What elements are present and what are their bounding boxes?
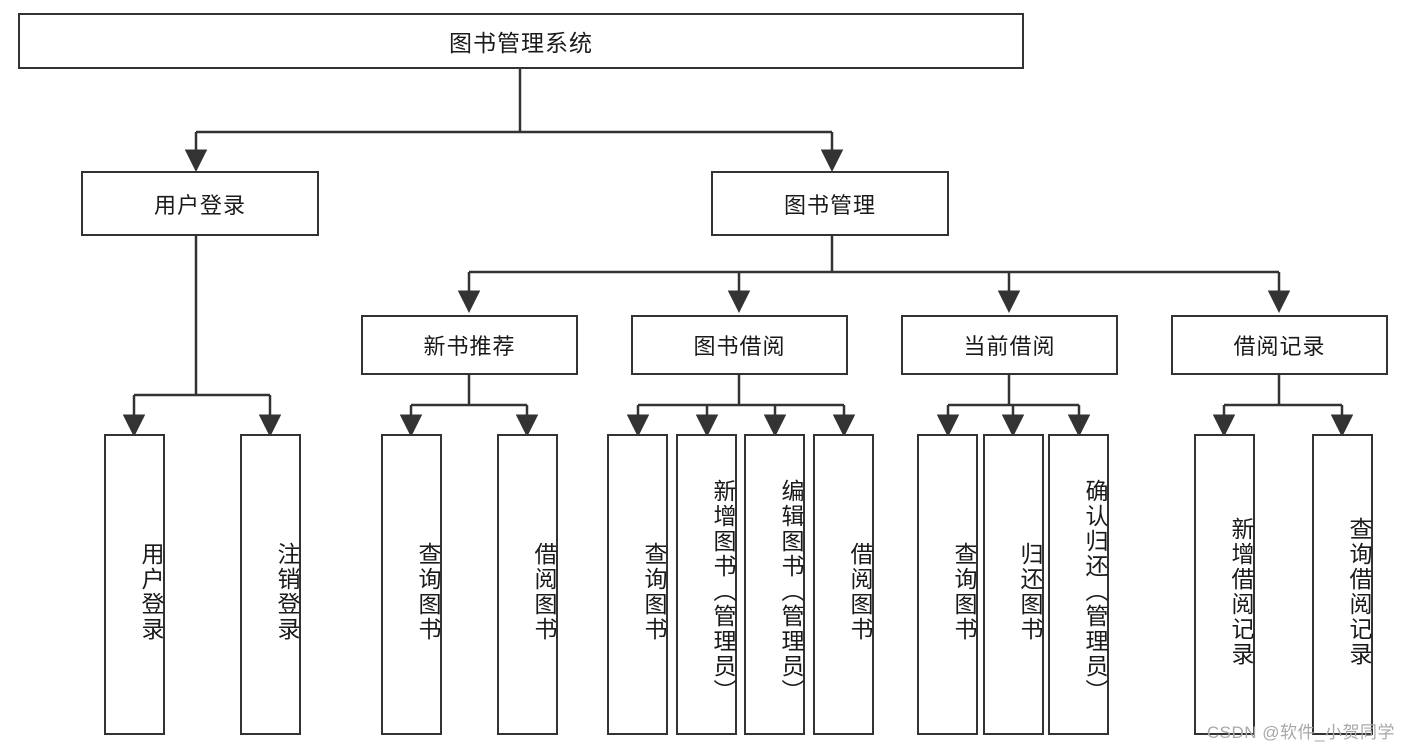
node-borrow-record[interactable]: 借阅记录	[1171, 315, 1388, 375]
leaf-borrow-query-book[interactable]: 查询图书	[607, 434, 668, 735]
leaf-label: 新增图书（管理员）	[710, 479, 736, 704]
leaf-current-confirm-return-admin[interactable]: 确认归还（管理员）	[1048, 434, 1109, 735]
leaf-label: 查询图书	[415, 541, 441, 642]
node-book-borrow[interactable]: 图书借阅	[631, 315, 848, 375]
leaf-borrow-borrow-book[interactable]: 借阅图书	[813, 434, 874, 735]
node-root-system[interactable]: 图书管理系统	[18, 13, 1024, 69]
node-book-management-label: 图书管理	[783, 192, 876, 218]
leaf-recommend-borrow-book[interactable]: 借阅图书	[497, 434, 558, 735]
node-book-borrow-label: 图书借阅	[693, 334, 786, 359]
leaf-user-login-signin[interactable]: 用户登录	[104, 434, 165, 735]
watermark: CSDN @软件_小贺同学	[1206, 723, 1395, 742]
node-user-login-label: 用户登录	[153, 192, 246, 218]
leaf-label: 用户登录	[138, 541, 164, 642]
leaf-record-query-record[interactable]: 查询借阅记录	[1312, 434, 1373, 735]
node-new-book-recommend-label: 新书推荐	[423, 334, 516, 359]
node-new-book-recommend[interactable]: 新书推荐	[361, 315, 578, 375]
leaf-label: 查询图书	[641, 541, 667, 642]
leaf-label: 确认归还（管理员）	[1082, 479, 1108, 704]
leaf-label: 借阅图书	[531, 541, 557, 642]
node-current-borrow-label: 当前借阅	[963, 334, 1056, 359]
leaf-record-add-record[interactable]: 新增借阅记录	[1194, 434, 1255, 735]
leaf-user-login-signout[interactable]: 注销登录	[240, 434, 301, 735]
node-root-label: 图书管理系统	[449, 30, 593, 56]
leaf-label: 借阅图书	[847, 541, 873, 642]
node-borrow-record-label: 借阅记录	[1233, 334, 1326, 359]
leaf-label: 查询借阅记录	[1346, 516, 1372, 667]
leaf-label: 注销登录	[274, 541, 300, 642]
leaf-label: 查询图书	[951, 541, 977, 642]
leaf-recommend-query-book[interactable]: 查询图书	[381, 434, 442, 735]
leaf-borrow-add-book-admin[interactable]: 新增图书（管理员）	[676, 434, 737, 735]
leaf-label: 编辑图书（管理员）	[778, 479, 804, 704]
leaf-label: 新增借阅记录	[1228, 516, 1254, 667]
leaf-current-query-book[interactable]: 查询图书	[917, 434, 978, 735]
node-current-borrow[interactable]: 当前借阅	[901, 315, 1118, 375]
node-book-management[interactable]: 图书管理	[711, 171, 949, 236]
leaf-borrow-edit-book-admin[interactable]: 编辑图书（管理员）	[744, 434, 805, 735]
leaf-label: 归还图书	[1017, 541, 1043, 642]
node-user-login[interactable]: 用户登录	[81, 171, 319, 236]
leaf-current-return-book[interactable]: 归还图书	[983, 434, 1044, 735]
